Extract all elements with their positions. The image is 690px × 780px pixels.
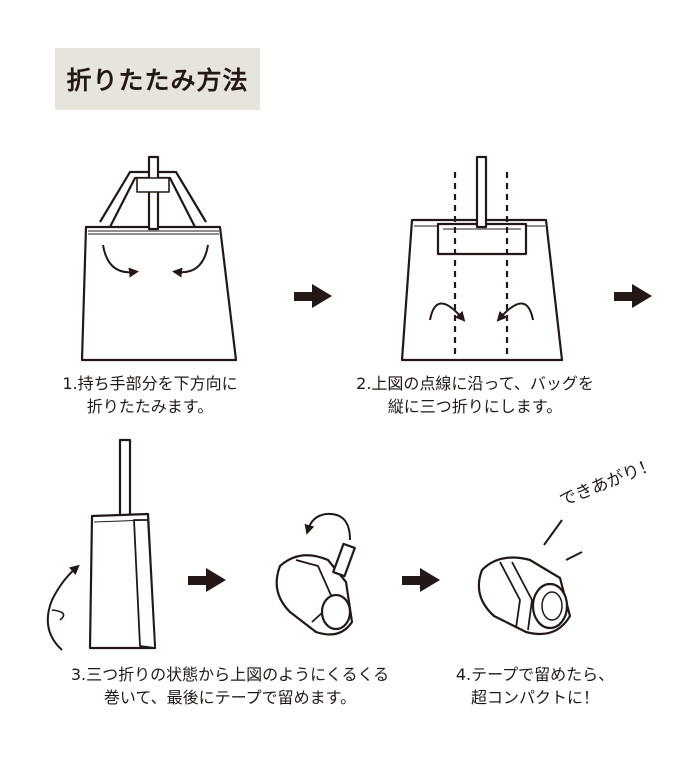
curved-arrow-icon	[172, 244, 209, 278]
title-banner: 折りたたみ方法	[55, 48, 260, 110]
curved-arrow-icon	[304, 512, 351, 541]
step3-caption-line2: 巻いて、最後にテープで留めます。	[103, 688, 357, 707]
step2-caption: 2.上図の点線に沿って、バッグを 縦に三つ折りにします。	[320, 372, 630, 418]
step1-caption: 1.持ち手部分を下方向に 折りたたみます。	[30, 372, 270, 418]
step4-caption-line1: 4.テープで留めたら、	[455, 665, 615, 684]
right-arrow-icon	[294, 284, 332, 308]
step3-folded-bag-illustration	[46, 438, 157, 651]
right-arrow-icon	[402, 568, 440, 592]
step2-caption-line2: 縦に三つ折りにします。	[387, 397, 563, 416]
step3-caption: 3.三つ折りの状態から上図のようにくるくる 巻いて、最後にテープで留めます。	[40, 663, 420, 709]
step2-bag-illustration	[400, 155, 564, 362]
right-arrow-icon	[614, 284, 652, 308]
curved-arrow-icon	[46, 564, 80, 651]
step2-caption-line1: 2.上図の点線に沿って、バッグを	[356, 374, 594, 393]
step3-caption-line1: 3.三つ折りの状態から上図のようにくるくる	[70, 665, 390, 684]
page-title: 折りたたみ方法	[66, 66, 249, 95]
step1-caption-line1: 1.持ち手部分を下方向に	[62, 374, 238, 393]
rolling-bag-illustration	[275, 512, 356, 636]
curved-arrow-icon	[496, 302, 534, 322]
compact-roll-illustration	[477, 519, 583, 636]
right-arrow-icon	[188, 568, 226, 592]
curved-arrow-icon	[429, 302, 466, 322]
step1-bag-illustration	[80, 155, 238, 362]
step4-caption: 4.テープで留めたら、 超コンパクトに！	[430, 663, 640, 709]
step1-caption-line2: 折りたたみます。	[86, 397, 214, 416]
step4-caption-line2: 超コンパクトに！	[470, 688, 599, 707]
curved-arrow-icon	[102, 244, 139, 278]
